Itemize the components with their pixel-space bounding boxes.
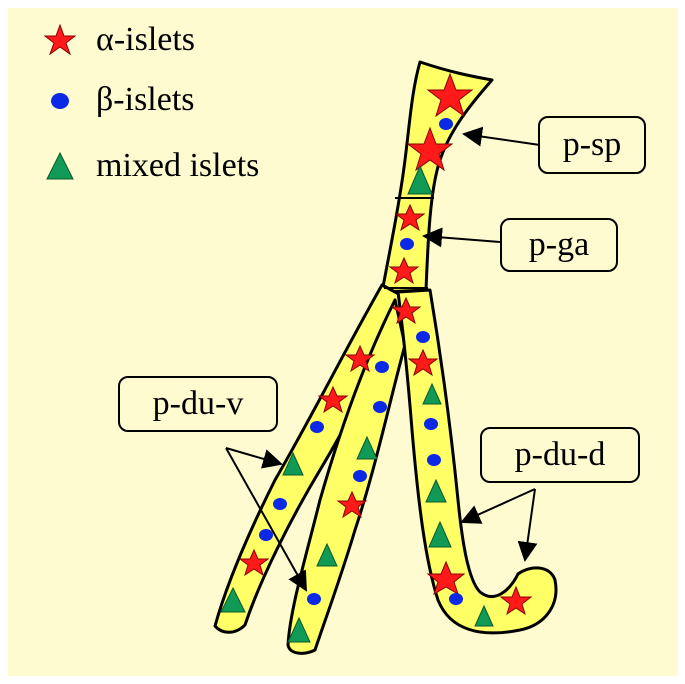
beta-islet <box>259 529 273 541</box>
legend-item-alpha: α-islets <box>42 20 195 60</box>
beta-islet <box>424 418 438 430</box>
legend-item-beta: β-islets <box>42 80 195 120</box>
beta-islet <box>416 331 430 343</box>
beta-islet <box>427 454 441 466</box>
beta-islet <box>375 361 389 373</box>
arrow-p-sp <box>464 134 540 145</box>
label-p-du-d: p-du-d <box>480 427 640 483</box>
legend-label-mixed: mixed islets <box>96 149 259 183</box>
blue-dot-icon <box>42 82 78 118</box>
label-p-sp: p-sp <box>538 116 646 174</box>
pancreatic-duct <box>215 62 556 653</box>
beta-islet <box>273 498 287 510</box>
label-p-ga: p-ga <box>500 218 618 272</box>
legend-label-alpha: α-islets <box>96 23 195 57</box>
arrow-p-ga <box>424 236 500 242</box>
arrow-p-du-d-1 <box>462 489 535 522</box>
beta-islet <box>439 118 453 130</box>
beta-islet <box>353 470 367 482</box>
legend-item-mixed: mixed islets <box>42 146 259 186</box>
beta-islet <box>449 593 463 605</box>
arrow-p-du-d-2 <box>525 489 535 560</box>
legend-label-beta: β-islets <box>96 83 195 117</box>
beta-islet <box>310 421 324 433</box>
red-star-icon <box>42 22 78 58</box>
beta-islet <box>400 238 414 250</box>
beta-islet <box>307 593 321 605</box>
green-triangle-icon <box>42 148 78 184</box>
label-p-du-v: p-du-v <box>118 376 278 432</box>
beta-islet <box>373 401 387 413</box>
